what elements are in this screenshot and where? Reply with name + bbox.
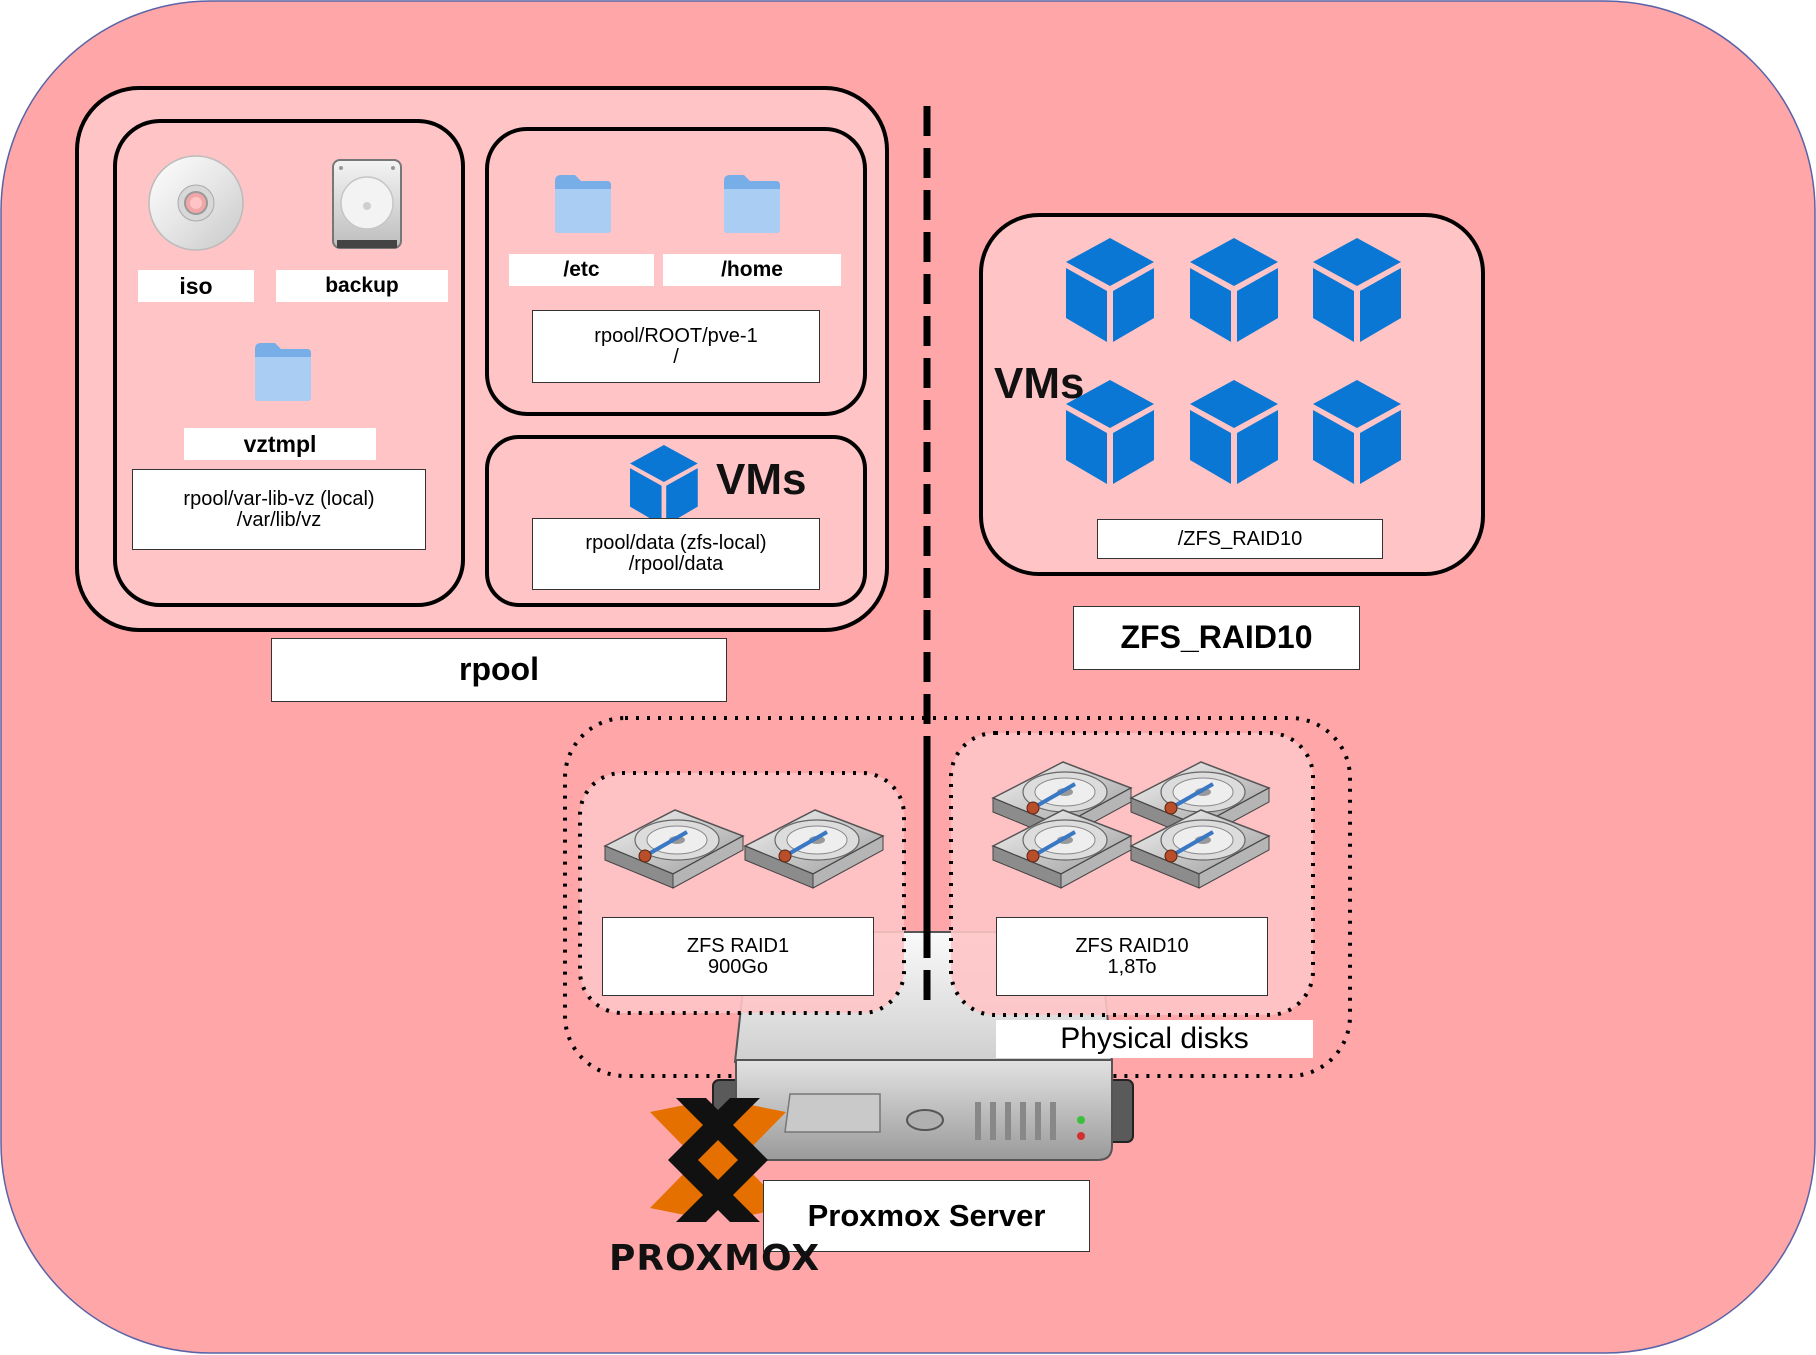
- label-home: /home: [663, 254, 841, 286]
- proxmox-logo-icon: [650, 1098, 786, 1222]
- raid10-vms-label: VMs: [994, 359, 1085, 408]
- rpool-title: rpool: [271, 638, 727, 702]
- root-dataset-mount: /: [673, 345, 679, 368]
- label-vztmpl: vztmpl: [184, 428, 376, 460]
- folder-icon: [555, 175, 611, 233]
- data-dataset-mount: /rpool/data: [628, 553, 724, 575]
- raid1-label: ZFS RAID1 900Go: [602, 917, 874, 996]
- local-dataset-label: rpool/var-lib-vz (local) /var/lib/vz: [132, 469, 426, 550]
- rpool-vms-label: VMs: [716, 455, 807, 504]
- data-dataset-name: rpool/data (zfs-local): [585, 532, 767, 554]
- physical-disks-container: [563, 716, 1352, 1078]
- proxmox-logo-text: PROXMOX: [609, 1238, 821, 1279]
- label-iso: iso: [138, 270, 254, 302]
- raid10-size: 1,8To: [1107, 955, 1157, 978]
- data-dataset-label: rpool/data (zfs-local) /rpool/data: [532, 518, 820, 590]
- label-etc: /etc: [509, 254, 654, 286]
- root-dataset-name: rpool/ROOT/pve-1: [594, 324, 758, 347]
- physical-disks-title: Physical disks: [996, 1020, 1313, 1058]
- folder-icon: [255, 343, 311, 401]
- server-label: Proxmox Server: [763, 1180, 1090, 1252]
- cd-disc-icon: [148, 155, 244, 251]
- root-dataset-label: rpool/ROOT/pve-1 /: [532, 310, 820, 383]
- raid1-size: 900Go: [707, 955, 769, 978]
- hard-drive-icon: [332, 159, 402, 249]
- raid10-name: ZFS RAID10: [1075, 934, 1189, 957]
- local-dataset-name: rpool/var-lib-vz (local): [183, 487, 375, 510]
- raid10-mount-label: /ZFS_RAID10: [1097, 519, 1383, 559]
- local-dataset-mount: /var/lib/vz: [236, 508, 322, 531]
- label-backup: backup: [276, 270, 448, 302]
- raid1-name: ZFS RAID1: [686, 934, 790, 957]
- folder-icon: [724, 175, 780, 233]
- raid10-label: ZFS RAID10 1,8To: [996, 917, 1268, 996]
- raid10-pool-title: ZFS_RAID10: [1073, 606, 1360, 670]
